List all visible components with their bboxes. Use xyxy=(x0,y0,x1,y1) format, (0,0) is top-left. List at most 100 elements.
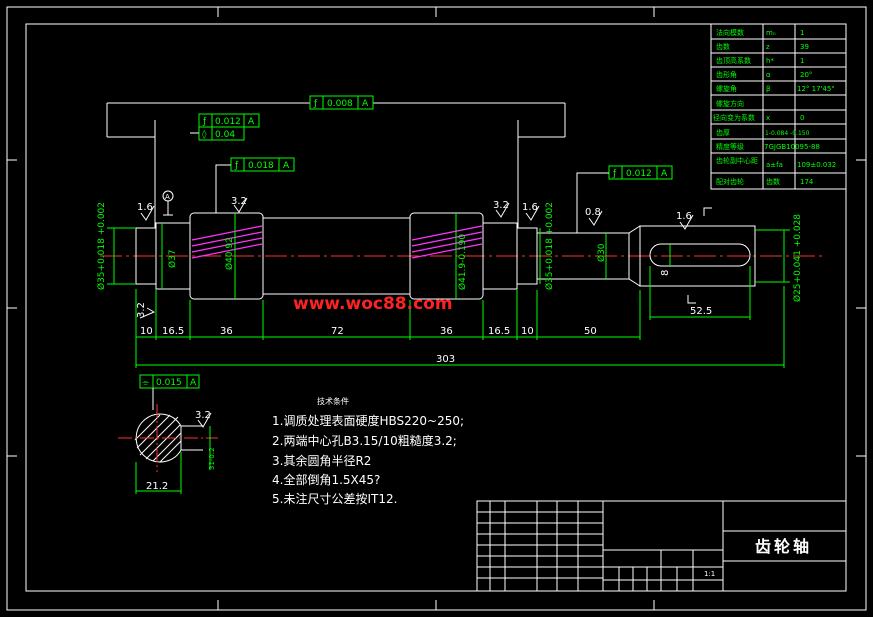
corner-marks xyxy=(687,207,712,304)
svg-text:0.018: 0.018 xyxy=(248,161,274,171)
tech-item: 5.未注尺寸公差按IT12. xyxy=(272,491,397,506)
svg-text:0.8: 0.8 xyxy=(585,207,601,218)
length-label: 16.5 xyxy=(488,326,510,337)
length-label: 72 xyxy=(331,326,344,337)
technical-requirements: 技术条件 1.调质处理表面硬度HBS220~250; 2.两端中心孔B3.15/… xyxy=(272,396,464,506)
svg-text:0.015: 0.015 xyxy=(156,378,182,388)
tol-frame-left: ƒ 0.012 A ◊ 0.04 xyxy=(190,113,260,141)
svg-text:0.012: 0.012 xyxy=(626,169,652,179)
svg-text:◊: ◊ xyxy=(202,129,207,140)
gear2-diameter: Ø41.9-0.190 xyxy=(457,234,468,290)
roughness-mark: 1.6 xyxy=(676,211,694,230)
svg-text:0.008: 0.008 xyxy=(327,99,353,109)
length-label: 36 xyxy=(440,326,453,337)
svg-text:ƒ: ƒ xyxy=(202,117,207,127)
param-val: 7GJGB10095-88 xyxy=(764,143,820,151)
gear-teeth-lines xyxy=(191,225,483,259)
roughness-mark: 3.2 xyxy=(195,410,212,428)
parameter-table: 法向模数 mₙ 1 齿数 z 39 齿顶高系数 h* 1 齿形角 α 20° 螺… xyxy=(710,23,847,190)
svg-text:A: A xyxy=(661,169,668,179)
param-sym: z xyxy=(766,43,770,51)
param-name: 螺旋方向 xyxy=(716,99,744,108)
param-val: 1 xyxy=(800,57,804,65)
tol-frame-mid: ƒ 0.018 A xyxy=(215,157,295,213)
watermark: www.woc88.com xyxy=(293,294,453,314)
section-view: ⌯ 0.015 A 21.2 31-0.2 xyxy=(118,374,218,494)
param-sym: mₙ xyxy=(766,29,776,37)
roughness-symbols: 1.6 3.2 3.2 1.6 0.8 1.6 3.2 3.2 xyxy=(136,196,694,428)
param-val: 20° xyxy=(800,71,812,79)
inner-frame xyxy=(25,23,847,592)
param-sym: β xyxy=(766,85,770,93)
total-length: 303 xyxy=(436,354,455,365)
length-label: 36 xyxy=(220,326,233,337)
svg-text:1.6: 1.6 xyxy=(522,202,538,213)
param-name: 齿形角 xyxy=(716,70,737,79)
length-label: 10 xyxy=(140,326,153,337)
length-dimensions xyxy=(135,286,785,368)
svg-text:ƒ: ƒ xyxy=(612,169,617,179)
param-name: 齿轮副中心距 xyxy=(716,156,758,165)
diameter-labels: Ø35+0.018 +0.002 Ø37 Ø40.92 Ø41.9-0.190 … xyxy=(96,202,803,317)
tech-item: 4.全部倒角1.5X45? xyxy=(272,472,380,487)
length-labels: 10 16.5 36 72 36 16.5 10 50 303 xyxy=(140,326,597,365)
param-val: 174 xyxy=(800,178,814,186)
length-label: 50 xyxy=(584,326,597,337)
right-journal-diameter: Ø35+0.018 +0.002 xyxy=(544,202,555,290)
svg-text:A: A xyxy=(362,99,369,109)
param-name: 齿顶高系数 xyxy=(716,56,751,65)
param-val: 12° 17'45" xyxy=(797,85,835,93)
shaft-outline xyxy=(135,212,785,300)
svg-text:1.6: 1.6 xyxy=(137,202,153,213)
svg-text:ƒ: ƒ xyxy=(234,161,239,171)
param-val: 39 xyxy=(800,43,809,51)
frame-center-marks xyxy=(7,7,866,610)
datum-a-symbol: A xyxy=(162,190,174,216)
title-block xyxy=(476,500,847,592)
svg-text:A: A xyxy=(248,117,255,127)
top-tolerance-leader xyxy=(106,102,566,228)
svg-text:ƒ: ƒ xyxy=(313,99,318,109)
svg-text:3.2: 3.2 xyxy=(136,302,147,318)
svg-text:A: A xyxy=(283,161,290,171)
section-width: 21.2 xyxy=(146,481,168,492)
param-val: 0 xyxy=(800,114,804,122)
param-sym: 齿数 xyxy=(766,177,780,186)
end-diameter: Ø25+0.041 +0.028 xyxy=(792,214,803,302)
tol-frame-right: ƒ 0.012 A xyxy=(576,165,673,233)
param-name: 法向模数 xyxy=(716,28,744,37)
param-val: 109±0.032 xyxy=(797,161,836,169)
param-val: 1-0.084 -0.150 xyxy=(765,130,810,137)
svg-text:A: A xyxy=(190,378,197,388)
tech-item: 1.调质处理表面硬度HBS220~250; xyxy=(272,413,464,428)
part-name: 齿轮轴 xyxy=(755,537,812,556)
drawing-scale: 1:1 xyxy=(704,570,715,578)
keyway-width: 8 xyxy=(660,270,671,276)
roughness-mark: 0.8 xyxy=(585,207,603,226)
tech-title: 技术条件 xyxy=(317,396,349,406)
svg-text:31-0.2: 31-0.2 xyxy=(208,447,216,470)
roughness-mark: 3.2 xyxy=(493,200,510,218)
svg-text:3.2: 3.2 xyxy=(231,196,247,207)
param-name: 径向变为系数 xyxy=(713,113,755,122)
param-sym: α xyxy=(766,71,771,79)
param-val: 1 xyxy=(800,29,804,37)
svg-text:A: A xyxy=(165,193,170,201)
roughness-mark: 3.2 xyxy=(136,302,156,319)
collar-diameter: Ø30 xyxy=(596,243,607,262)
tol-frame-top: ƒ 0.008 A xyxy=(309,95,374,110)
param-sym: x xyxy=(766,114,770,122)
param-sym: h* xyxy=(766,57,774,65)
param-name: 配对齿轮 xyxy=(716,177,744,186)
shoulder-diameter: Ø37 xyxy=(167,249,178,268)
length-label: 10 xyxy=(521,326,534,337)
roughness-mark: 1.6 xyxy=(137,202,155,221)
svg-text:⌯: ⌯ xyxy=(142,378,150,388)
left-journal-diameter: Ø35+0.018 +0.002 xyxy=(96,202,107,290)
param-name: 精度等级 xyxy=(716,142,744,151)
param-name: 齿数 xyxy=(716,42,730,51)
param-name: 齿厚 xyxy=(716,129,730,137)
param-name: 螺旋角 xyxy=(716,84,737,93)
roughness-mark: 1.6 xyxy=(522,202,540,221)
